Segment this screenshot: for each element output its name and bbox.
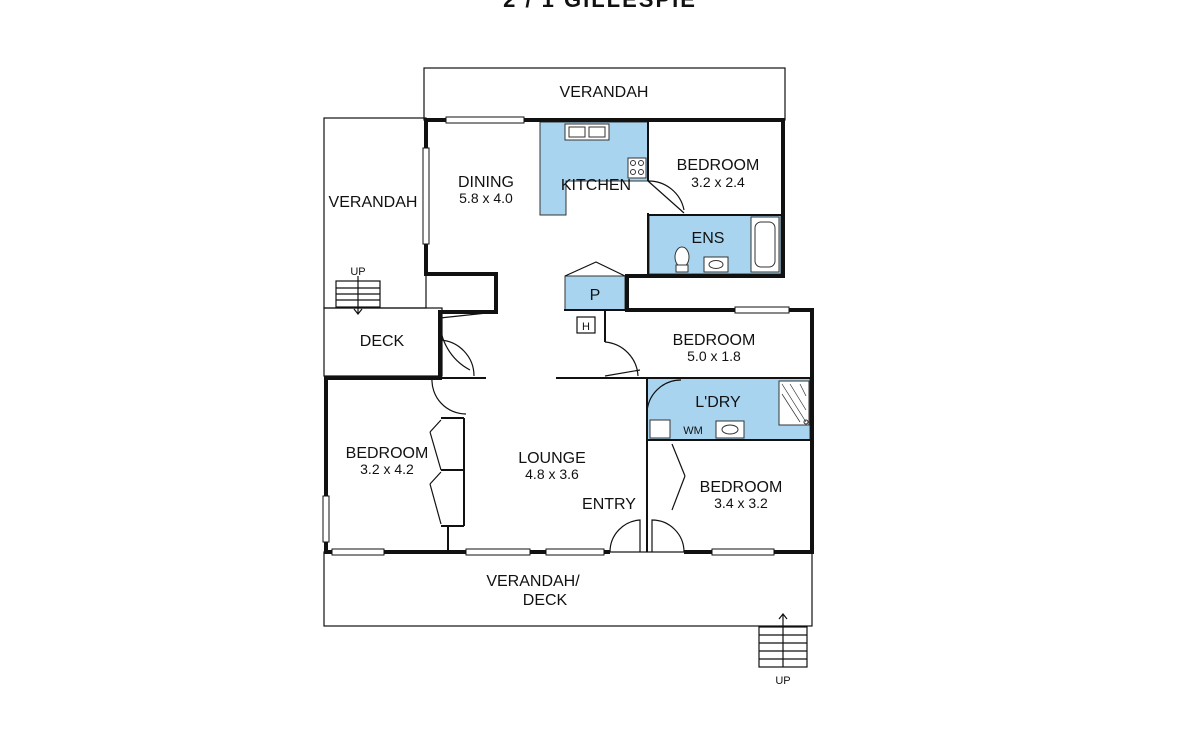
laundry-tub-icon — [649, 419, 671, 439]
entry-door-right — [651, 519, 685, 553]
toilet-icon — [674, 246, 690, 268]
label-hws: H — [582, 321, 590, 333]
wardrobe-doors — [429, 419, 442, 525]
laundry-basin-icon — [715, 420, 745, 439]
walls — [324, 118, 814, 554]
verandah-left — [323, 117, 427, 309]
laundry-door — [646, 379, 682, 415]
label-entry: ENTRY — [582, 496, 636, 513]
stair-left — [335, 276, 381, 315]
label-bedroom-mid: BEDROOM — [673, 332, 756, 349]
bedroom-se-door — [671, 443, 686, 511]
kitchen-bedroom-door — [647, 180, 685, 214]
label-lounge-dims: 4.8 x 3.6 — [525, 466, 579, 482]
wet-areas — [539, 121, 811, 441]
label-bedroom-se-dims: 3.4 x 3.2 — [714, 495, 768, 511]
label-verandah-left: VERANDAH — [329, 194, 418, 211]
ensuite-basin-icon — [703, 256, 729, 273]
label-wm: WM — [683, 425, 703, 437]
label-verandah-bottom-2: DECK — [523, 592, 568, 609]
label-laundry: L'DRY — [695, 394, 741, 411]
label-dining-dims: 5.8 x 4.0 — [459, 190, 513, 206]
label-lounge: LOUNGE — [518, 450, 586, 467]
outer-wall-lower — [324, 310, 610, 554]
cooktop-icon — [627, 157, 647, 179]
pantry-area — [564, 275, 626, 311]
doors — [429, 180, 686, 553]
label-verandah-bottom-1: VERANDAH/ — [486, 573, 580, 590]
label-stair-right-up: UP — [775, 675, 790, 687]
label-bedroom-sw-dims: 3.2 x 4.2 — [360, 461, 414, 477]
stair-right — [758, 613, 808, 668]
label-kitchen: KITCHEN — [561, 177, 631, 194]
label-bedroom-ne: BEDROOM — [677, 157, 760, 174]
windows — [322, 116, 790, 556]
entry-door-left — [609, 519, 641, 553]
internal-walls — [440, 120, 812, 552]
label-bedroom-sw: BEDROOM — [346, 445, 429, 462]
label-verandah-top: VERANDAH — [560, 84, 649, 101]
plan-title: 2 / 1 GILLESPIE — [0, 0, 1200, 13]
fixtures — [564, 123, 810, 439]
label-deck: DECK — [360, 333, 405, 350]
bedroom-mid-door — [604, 341, 641, 377]
labels: VERANDAH VERANDAH DINING 5.8 x 4.0 KITCH… — [329, 84, 791, 687]
label-bedroom-se: BEDROOM — [700, 479, 783, 496]
hws-box — [576, 316, 596, 334]
deck-door — [439, 311, 497, 371]
label-dining: DINING — [458, 174, 514, 191]
outdoor-areas — [323, 67, 813, 668]
label-ens: ENS — [692, 230, 725, 247]
label-stair-left-up: UP — [350, 266, 365, 278]
pantry-door — [564, 261, 626, 277]
label-bedroom-ne-dims: 3.2 x 2.4 — [691, 174, 745, 190]
outer-wall-upper — [424, 118, 498, 314]
label-pantry: P — [590, 287, 601, 304]
bedroom-sw-door — [431, 377, 467, 415]
kitchen-sink-icon — [564, 123, 610, 141]
label-bedroom-mid-dims: 5.0 x 1.8 — [687, 348, 741, 364]
